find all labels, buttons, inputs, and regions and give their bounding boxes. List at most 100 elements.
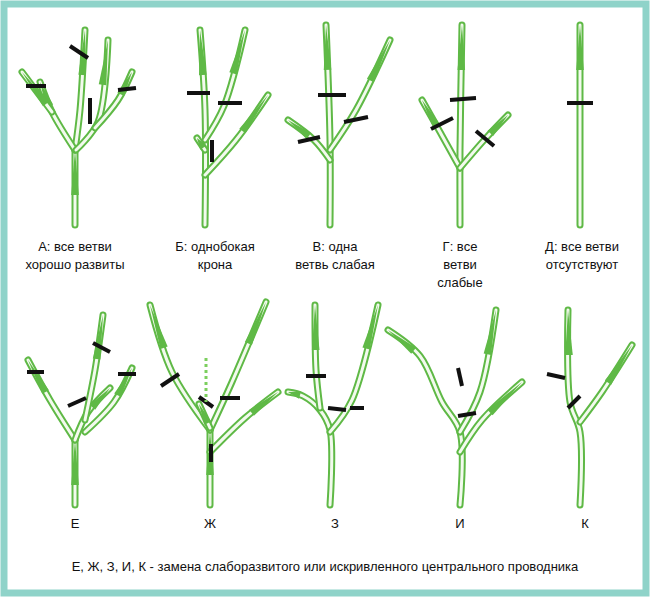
branch-outline: [40, 82, 75, 150]
pruning-cut: [431, 118, 453, 129]
pruning-cut: [450, 98, 476, 100]
case-label: Д: все ветви отсутствуют: [538, 238, 626, 274]
pruning-cut: [209, 444, 213, 462]
branch-outline: [210, 392, 278, 452]
branch-outline: [22, 72, 52, 112]
pruning-cut: [118, 88, 136, 90]
branch-fill: [85, 315, 103, 420]
branch-tip: [150, 305, 168, 349]
branch-tip: [199, 404, 211, 425]
case-letter: И: [445, 515, 475, 533]
tree: [388, 310, 522, 505]
branch-outline: [28, 360, 75, 440]
pruning-cut: [70, 46, 88, 58]
case-label: В: одна ветвь слабая: [295, 238, 375, 274]
pruning-cut: [567, 101, 593, 105]
branch-tip: [457, 25, 465, 70]
branch-fill: [460, 115, 508, 168]
branch-outline: [205, 95, 268, 175]
branch-outline: [76, 40, 108, 150]
pruning-cut: [318, 93, 346, 97]
branch-tip: [117, 72, 132, 96]
branch-fill: [288, 120, 330, 160]
tree: [547, 310, 632, 505]
pruning-cut: [220, 396, 240, 400]
case-letter: Е: [60, 515, 90, 533]
branch-fill: [28, 360, 75, 440]
pruning-cut: [68, 398, 86, 406]
tree-sketches: [22, 25, 632, 505]
branch-outline: [72, 440, 79, 505]
branch-tip: [28, 360, 49, 394]
branch-fill: [388, 330, 462, 505]
branch-fill: [580, 345, 632, 422]
branch-tip: [197, 138, 207, 150]
pruning-cut: [26, 84, 46, 88]
branch-outline: [460, 115, 508, 168]
frame: [4, 4, 646, 593]
branch-outline: [288, 392, 332, 505]
pruning-cut: [458, 368, 462, 386]
branch-tip: [288, 120, 311, 139]
branch-outline: [85, 368, 132, 432]
branch-outline: [205, 30, 245, 140]
case-letter: К: [570, 515, 600, 533]
branch-fill: [85, 368, 132, 432]
pruning-cut: [547, 374, 565, 378]
tree: [187, 30, 268, 225]
branch-outline: [95, 72, 132, 128]
caption: Е, Ж, З, И, К - замена слаборазвитого ил…: [72, 558, 579, 576]
branch-tip: [199, 30, 207, 75]
case-label: Г: все ветви слабые: [424, 238, 496, 292]
branch-tip: [324, 25, 332, 70]
pruning-cut: [187, 91, 210, 95]
pruning-cut: [568, 396, 580, 408]
branch-outline: [388, 330, 462, 505]
branch-fill: [76, 40, 108, 150]
pruning-cut: [210, 140, 214, 162]
branch-outline: [580, 345, 632, 422]
branch-tip: [312, 305, 320, 350]
pruning-cut: [88, 98, 92, 124]
branch-outline: [288, 120, 330, 160]
pruning-cut: [458, 413, 476, 416]
case-label: Б: однобокая крона: [175, 238, 255, 274]
pruning-cut: [27, 370, 44, 374]
branch-tip: [239, 95, 268, 133]
tree: [567, 25, 593, 225]
branch-tip: [367, 40, 390, 82]
branch-tip: [488, 115, 508, 136]
branch-outline: [207, 430, 214, 505]
branch-tip: [288, 392, 301, 399]
pruning-cut: [93, 343, 110, 352]
branch-fill: [205, 95, 268, 175]
branch-tip: [388, 330, 416, 354]
pruning-cut: [344, 117, 368, 122]
branch-tip: [487, 382, 522, 415]
branch-fill: [22, 72, 52, 112]
tree: [288, 25, 390, 225]
branch-tip: [71, 440, 79, 485]
case-label: А: все ветви хорошо развиты: [25, 238, 125, 274]
branch-tip: [22, 72, 49, 106]
tree: [422, 25, 508, 225]
branch-fill: [95, 72, 132, 128]
pruning-cut: [328, 408, 346, 410]
branch-tip: [99, 40, 108, 85]
pruning-cut: [350, 406, 364, 410]
pruning-cut: [218, 101, 242, 105]
tree: [22, 30, 136, 225]
branch-fill: [422, 100, 460, 168]
branch-tip: [249, 392, 278, 416]
branch-tip: [576, 25, 584, 70]
pruning-cut: [476, 131, 494, 146]
branch-outline: [72, 150, 79, 225]
branch-tip: [484, 310, 496, 355]
branch-fill: [288, 392, 332, 505]
case-letter: З: [320, 515, 350, 533]
tree: [288, 305, 378, 505]
branch-tip: [565, 310, 573, 355]
branch-fill: [460, 382, 522, 452]
